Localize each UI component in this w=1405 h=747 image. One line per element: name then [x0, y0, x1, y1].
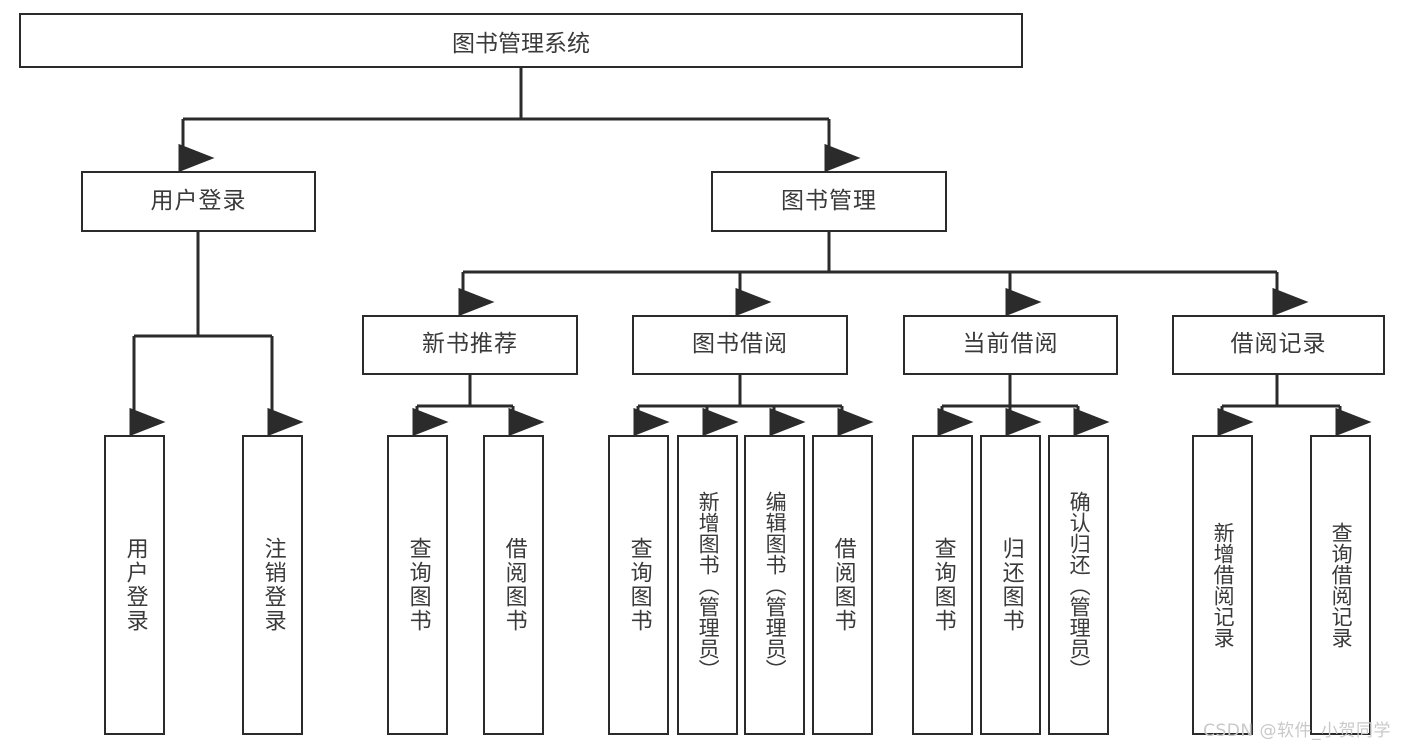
- leaf-recommend-query-book[interactable]: 查询图书: [387, 435, 448, 735]
- leaf-user-login-logout[interactable]: 注销登录: [242, 435, 303, 735]
- csdn-watermark: CSDN @软件_小贺同学: [1203, 721, 1391, 741]
- node-new-book-recommend[interactable]: 新书推荐: [362, 315, 578, 375]
- node-label: 借阅记录: [1230, 331, 1327, 358]
- leaf-label: 查询图书: [930, 537, 956, 633]
- node-root-system[interactable]: 图书管理系统: [19, 13, 1023, 68]
- leaf-borrow-borrow-book[interactable]: 借阅图书: [812, 435, 873, 735]
- leaf-label: 用户登录: [122, 537, 148, 633]
- leaf-label: 归还图书: [998, 537, 1024, 633]
- node-label: 新书推荐: [422, 331, 518, 358]
- leaf-label: 确认归还（管理员）: [1067, 490, 1092, 680]
- leaf-recommend-borrow-book[interactable]: 借阅图书: [483, 435, 544, 735]
- leaf-current-query-book[interactable]: 查询图书: [912, 435, 973, 735]
- node-book-borrow[interactable]: 图书借阅: [632, 315, 848, 375]
- node-book-management[interactable]: 图书管理: [711, 171, 947, 232]
- node-label: 用户登录: [150, 187, 247, 214]
- leaf-label: 查询借阅记录: [1329, 522, 1354, 648]
- leaf-label: 借阅图书: [830, 537, 856, 633]
- leaf-label: 注销登录: [260, 537, 286, 633]
- leaf-borrow-query-book[interactable]: 查询图书: [608, 435, 669, 735]
- node-label: 图书管理系统: [452, 30, 590, 57]
- leaf-current-confirm-return-admin[interactable]: 确认归还（管理员）: [1048, 435, 1109, 735]
- leaf-record-add-record[interactable]: 新增借阅记录: [1192, 435, 1253, 735]
- leaf-label: 查询图书: [626, 537, 652, 633]
- node-label: 图书借阅: [692, 331, 788, 358]
- leaf-label: 借阅图书: [501, 537, 527, 633]
- leaf-label: 新增图书（管理员）: [696, 490, 721, 680]
- leaf-label: 新增借阅记录: [1211, 522, 1236, 648]
- node-current-borrow[interactable]: 当前借阅: [903, 315, 1118, 375]
- leaf-label: 编辑图书（管理员）: [763, 490, 788, 680]
- node-label: 当前借阅: [962, 331, 1059, 358]
- node-borrow-record[interactable]: 借阅记录: [1172, 315, 1385, 375]
- leaf-user-login-login[interactable]: 用户登录: [104, 435, 165, 735]
- leaf-borrow-add-book-admin[interactable]: 新增图书（管理员）: [677, 435, 738, 735]
- leaf-current-return-book[interactable]: 归还图书: [980, 435, 1041, 735]
- node-label: 图书管理: [781, 187, 877, 214]
- node-user-login[interactable]: 用户登录: [81, 171, 316, 232]
- leaf-borrow-edit-book-admin[interactable]: 编辑图书（管理员）: [744, 435, 805, 735]
- leaf-label: 查询图书: [405, 537, 431, 633]
- leaf-record-query-record[interactable]: 查询借阅记录: [1310, 435, 1371, 735]
